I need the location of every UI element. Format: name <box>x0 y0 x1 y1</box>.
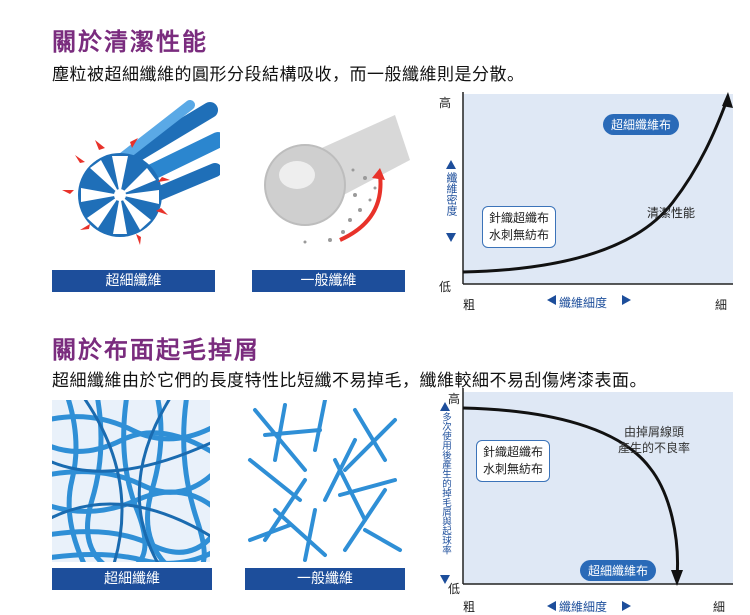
performance-curve <box>462 99 729 274</box>
x-axis-right-2: 細 <box>713 600 726 614</box>
y-axis-low-2: 低 <box>448 582 461 596</box>
y-axis-low: 低 <box>439 280 452 294</box>
caption-microfiber-2: 超細纖維 <box>52 568 212 590</box>
series-label-2: 超細纖維布 <box>580 560 657 581</box>
ordinary-texture-image <box>245 400 405 562</box>
box2-line-2: 水刺無紡布 <box>483 462 544 476</box>
cleaning-performance-label: 清潔性能 <box>647 206 696 220</box>
section1-title: 關於清潔性能 <box>52 28 208 56</box>
caption-ordinary-1: 一般纖維 <box>252 270 405 292</box>
series-label: 超細纖維布 <box>603 114 680 135</box>
note-line-2: 產生的不良率 <box>618 441 691 455</box>
red-arrows <box>62 138 170 245</box>
lint-rate-chart: 高 低 多次使用後產生的掉毛屑與起球率 粗 細 纖維細度 由掉屑線頭 產生的不良… <box>430 388 735 615</box>
y-axis-high-2: 高 <box>448 392 461 406</box>
microfiber-cross-section <box>78 153 162 237</box>
microfiber-bundle-illustration <box>40 100 226 260</box>
caption-microfiber-1: 超細纖維 <box>52 270 215 292</box>
section2-title: 關於布面起毛掉屑 <box>52 336 260 364</box>
box-line-2: 水刺無紡布 <box>489 228 550 242</box>
ordinary-fiber-illustration <box>245 100 415 260</box>
y-axis-high: 高 <box>439 96 452 110</box>
x-axis-label: 纖維細度 <box>559 296 608 310</box>
x-axis-label-2: 纖維細度 <box>559 600 608 614</box>
y-axis-label: 纖維密度 <box>445 172 458 216</box>
y-axis-label-2: 多次使用後產生的掉毛屑與起球率 <box>440 412 451 555</box>
note-line-1: 由掉屑線頭 <box>624 425 685 439</box>
x-axis-left: 粗 <box>463 298 476 312</box>
fabric-type-box-2: 針織超纖布 水刺無紡布 <box>476 440 551 482</box>
lint-curve <box>462 406 679 579</box>
box2-line-1: 針織超纖布 <box>483 445 544 459</box>
box-line-1: 針織超纖布 <box>489 211 550 225</box>
microfiber-texture-image <box>52 400 210 562</box>
cleaning-performance-chart: 高 低 纖維密度 粗 細 纖維細度 超細纖維布 清潔性能 針織超纖布 水刺無紡布 <box>435 92 735 314</box>
x-axis-left-2: 粗 <box>463 600 476 614</box>
x-axis-right: 細 <box>715 298 728 312</box>
defect-note: 由掉屑線頭 產生的不良率 <box>618 424 690 456</box>
section1-description: 塵粒被超細纖維的圓形分段結構吸收，而一般纖維則是分散。 <box>52 65 525 85</box>
section2-description: 超細纖維由於它們的長度特性比短纖不易掉毛，纖維較細不易刮傷烤漆表面。 <box>52 371 647 391</box>
plot-area-2 <box>463 392 733 584</box>
fabric-type-box: 針織超纖布 水刺無紡布 <box>482 206 557 248</box>
caption-ordinary-2: 一般纖維 <box>245 568 405 590</box>
